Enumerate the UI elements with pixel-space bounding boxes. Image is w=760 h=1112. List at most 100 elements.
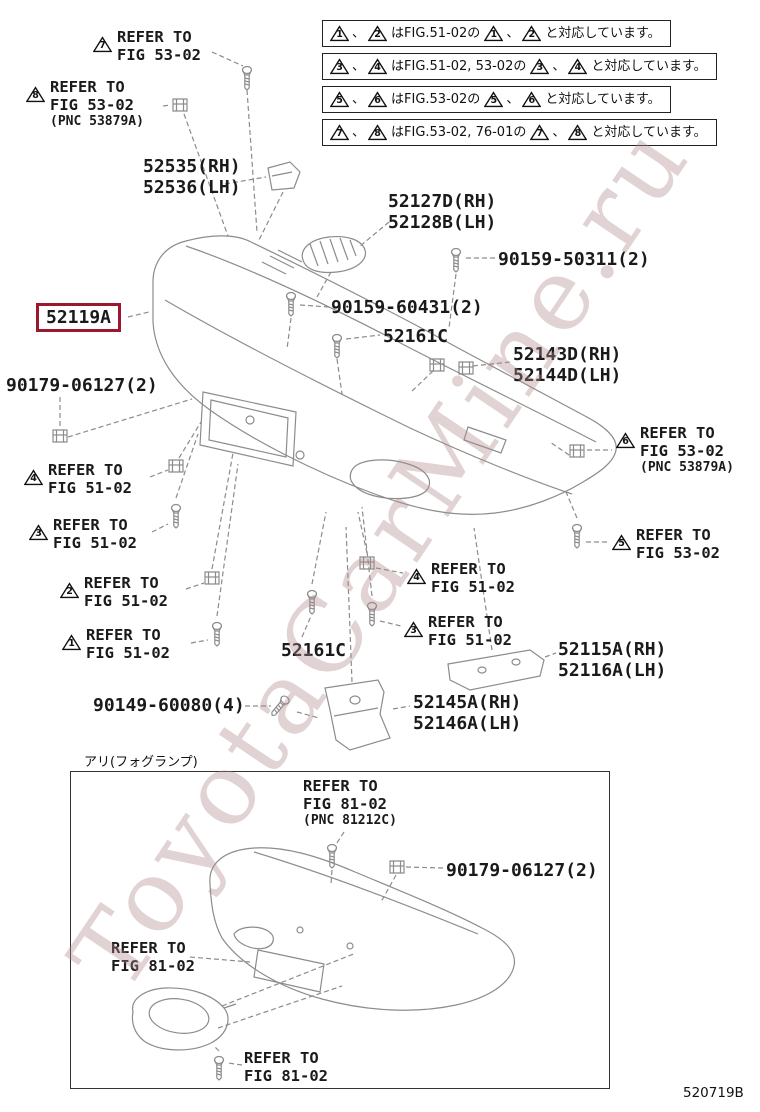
part-52115a-52116a[interactable]: 52115A(RH)52116A(LH) (558, 639, 666, 681)
part-52143d-52144d[interactable]: 52143D(RH)52144D(LH) (513, 344, 621, 386)
legend-separator: 、 (506, 91, 520, 107)
warning-triangle-marker: 3 (330, 58, 349, 75)
part-90179-06127[interactable]: 90179-06127(2) (6, 375, 158, 396)
label-line: FIG 51-02 (431, 578, 515, 596)
label-line: FIG 51-02 (53, 534, 137, 552)
label-line: 52161C (281, 640, 347, 661)
part-52119a-highlighted[interactable]: 52119A (36, 303, 122, 332)
bracket-52145a-drawing (324, 679, 391, 751)
label-line: FIG 51-02 (428, 631, 512, 649)
label-line: REFER TO (244, 1049, 319, 1067)
warning-triangle-marker: 1 (484, 25, 504, 42)
label-text-column: 52535(RH)52536(LH) (143, 156, 241, 198)
part-90149-60080[interactable]: 90149-60080(4) (93, 695, 245, 716)
label-line: REFER TO (53, 516, 128, 534)
label-line: 52116A(LH) (558, 660, 667, 681)
label-line: REFER TO (84, 574, 159, 592)
warning-triangle-marker: 2 (522, 25, 542, 42)
warning-triangle-marker: 8 (26, 86, 45, 103)
label-line: 90159-60431(2) (331, 297, 483, 318)
label-line: (PNC 53879A) (50, 114, 144, 129)
label-line: REFER TO (117, 28, 192, 46)
warning-triangle-marker: 2 (60, 582, 79, 599)
part-90179-06127-fog[interactable]: 90179-06127(2) (446, 860, 598, 881)
label-line: 52535(RH) (143, 156, 241, 177)
label-line: REFER TO (640, 424, 715, 442)
label-line: 52128B(LH) (388, 212, 497, 233)
warning-triangle-marker: 4 (407, 568, 426, 585)
legend-text: と対応しています。 (591, 58, 707, 74)
front-bumper-drawing (152, 235, 617, 515)
part-52145a-52146a[interactable]: 52145A(RH)52146A(LH) (413, 692, 521, 734)
label-line: REFER TO (111, 939, 186, 957)
part-52535-52536[interactable]: 52535(RH)52536(LH) (143, 156, 241, 198)
label-line: FIG 81-02 (244, 1067, 328, 1085)
warning-triangle-marker: 1 (330, 25, 349, 42)
label-text-column: 90179-06127(2) (446, 860, 598, 881)
label-text-column: 52143D(RH)52144D(LH) (513, 344, 621, 386)
label-line: 52127D(RH) (388, 191, 497, 212)
part-90159-50311[interactable]: 90159-50311(2) (498, 249, 650, 270)
label-line: REFER TO (431, 560, 506, 578)
warning-triangle-marker: 6 (368, 91, 388, 108)
label-text-column: 52115A(RH)52116A(LH) (558, 639, 666, 681)
label-line: FIG 53-02 (636, 544, 720, 562)
label-line: 52144D(LH) (513, 365, 622, 386)
label-line: 52143D(RH) (513, 344, 622, 365)
label-line: FIG 53-02 (117, 46, 201, 64)
warning-triangle-marker: 5 (484, 91, 504, 108)
legend-text: はFIG.51-02, 53-02の (391, 58, 527, 74)
label-line: 90159-50311(2) (498, 249, 650, 270)
part-52127d-52128b[interactable]: 52127D(RH)52128B(LH) (388, 191, 496, 233)
warning-triangle-marker: 5 (612, 534, 631, 551)
label-line: 52145A(RH) (413, 692, 522, 713)
warning-triangle-marker: 7 (530, 124, 550, 141)
warning-triangle-marker: 6 (522, 91, 542, 108)
part-52161c-upper[interactable]: 52161C (383, 326, 448, 347)
legend-separator: 、 (552, 58, 566, 74)
label-text-column: 90179-06127(2) (6, 375, 158, 396)
label-text-column: 52119A (36, 303, 122, 332)
label-line: FIG 81-02 (303, 795, 387, 813)
warning-triangle-marker: 2 (368, 25, 388, 42)
lower-bumper-drawing (209, 847, 516, 1011)
label-line: REFER TO (636, 526, 711, 544)
legend-separator: 、 (352, 25, 366, 41)
part-52161c-lower[interactable]: 52161C (281, 640, 346, 661)
warning-triangle-marker: 7 (330, 124, 349, 141)
legend-text: はFIG.53-02の (391, 91, 481, 107)
figure-code: 520719B (683, 1085, 744, 1101)
label-line: (PNC 53879A) (640, 460, 734, 475)
bracket-52115a-drawing (447, 649, 545, 691)
warning-triangle-marker: 5 (330, 91, 349, 108)
part-90159-60431[interactable]: 90159-60431(2) (331, 297, 483, 318)
warning-triangle-marker: 1 (62, 634, 81, 651)
legend-text: はFIG.53-02, 76-01の (391, 124, 527, 140)
legend-separator: 、 (352, 58, 366, 74)
warning-triangle-marker: 8 (368, 124, 388, 141)
label-line: 52536(LH) (143, 177, 241, 198)
